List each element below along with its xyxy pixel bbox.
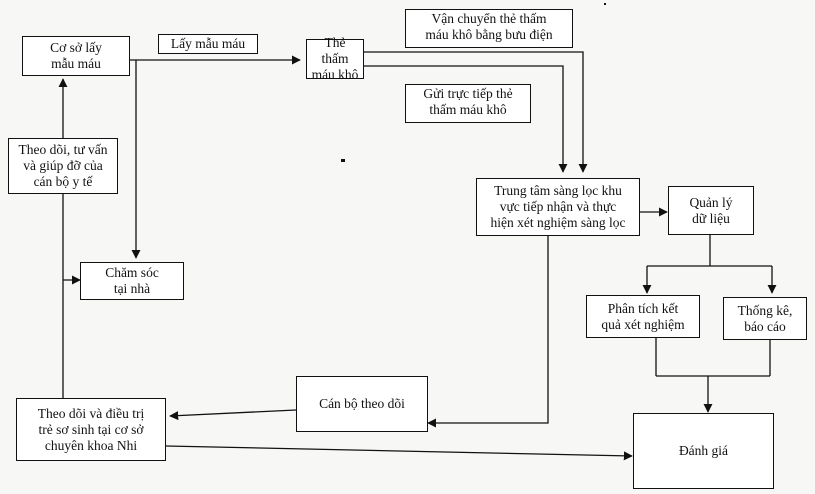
arrow-dieu-tri-to-danh-gia — [165, 445, 633, 461]
node-cham-soc-tai-nha: Chăm sóc tại nhà — [80, 262, 184, 300]
label-lay-mau-mau: Lấy mẫu máu — [158, 34, 258, 54]
node-can-bo-theo-doi: Cán bộ theo dõi — [296, 376, 428, 432]
node-thong-ke-bao-cao: Thống kê, báo cáo — [723, 297, 807, 340]
arrow-can-bo-to-dieu-tri — [169, 409, 297, 421]
node-quan-ly-du-lieu: Quản lý dữ liệu — [668, 186, 754, 235]
node-theo-doi-tu-van: Theo dõi, tư vấn và giúp đỡ của cán bộ y… — [8, 138, 118, 194]
node-theo-doi-dieu-tri: Theo dõi và điều trị trẻ sơ sinh tại cơ … — [16, 398, 166, 461]
scan-speck — [604, 3, 606, 5]
scan-speck — [341, 159, 345, 162]
arrow-trung-tam-to-can-bo — [427, 236, 549, 428]
node-danh-gia: Đánh giá — [633, 413, 774, 489]
label-gui-truc-tiep: Gửi trực tiếp thẻ thấm máu khô — [405, 84, 531, 123]
node-co-so-lay-mau: Cơ sở lấy mẫu máu — [22, 36, 130, 76]
arrow-buu-dien-route — [363, 51, 588, 173]
node-the-tham-mau-kho: Thẻ thấm máu khô — [306, 35, 364, 82]
node-phan-tich-ket-qua: Phân tích kết quả xét nghiệm — [586, 295, 700, 338]
arrow-gui-truc-tiep-route — [363, 65, 568, 173]
label-van-chuyen-buu-dien: Vận chuyển thẻ thấm máu khô bằng bưu điệ… — [405, 9, 573, 48]
node-trung-tam-sang-loc: Trung tâm sàng lọc khu vực tiếp nhận và … — [476, 178, 640, 236]
